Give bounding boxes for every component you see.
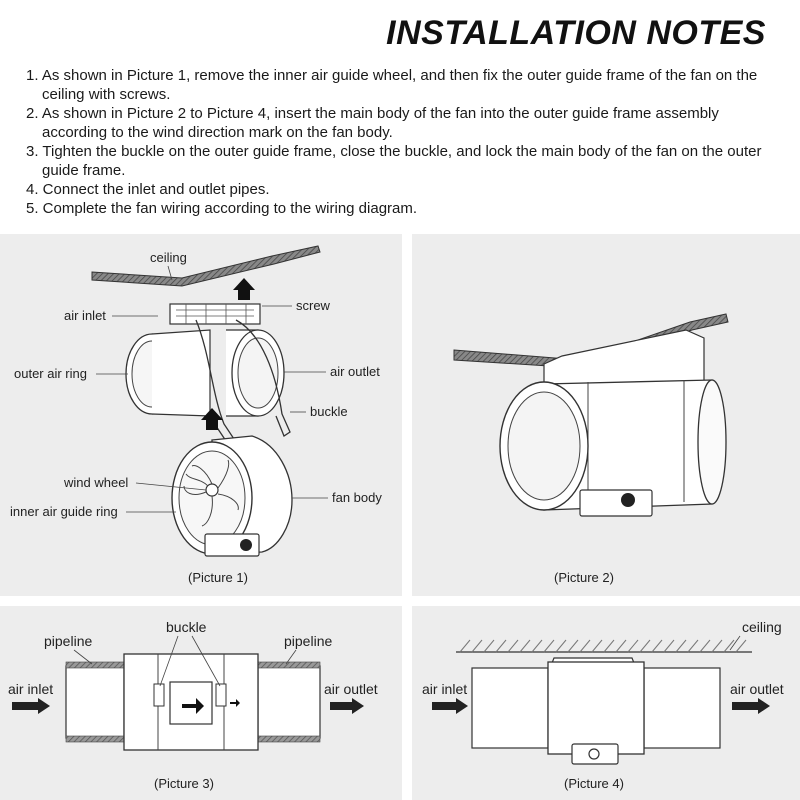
outlet-arrow-icon bbox=[732, 698, 770, 714]
label-inner-air-guide-ring: inner air guide ring bbox=[10, 504, 118, 519]
outer-guide-frame bbox=[543, 329, 705, 385]
label-air-outlet: air outlet bbox=[324, 681, 378, 697]
label-air-outlet: air outlet bbox=[330, 364, 380, 379]
label-air-inlet: air inlet bbox=[64, 308, 106, 323]
note-item-2: 2. As shown in Picture 2 to Picture 4, i… bbox=[26, 105, 719, 141]
fan-terminal-box bbox=[579, 489, 653, 517]
label-pipeline-right: pipeline bbox=[284, 633, 332, 649]
picture-4-panel: ceiling air inlet air outlet (Picture 4) bbox=[412, 606, 800, 800]
picture-1-panel: ceiling s bbox=[0, 234, 402, 596]
picture-3-caption: (Picture 3) bbox=[154, 776, 214, 791]
label-ceiling: ceiling bbox=[150, 250, 187, 265]
picture-1-caption: (Picture 1) bbox=[188, 570, 248, 585]
fan-body bbox=[547, 661, 645, 755]
left-pipeline bbox=[471, 667, 549, 749]
label-outer-air-ring: outer air ring bbox=[14, 366, 87, 381]
page-title: INSTALLATION NOTES bbox=[386, 14, 766, 52]
picture-1-diagram: ceiling s bbox=[10, 245, 382, 585]
insert-arrow-icon bbox=[201, 408, 223, 430]
note-item-4: 4. Connect the inlet and outlet pipes. bbox=[26, 181, 270, 198]
note-item-5: 5. Complete the fan wiring according to … bbox=[26, 200, 418, 217]
inlet-arrow-icon bbox=[432, 698, 468, 714]
left-pipeline bbox=[65, 665, 125, 739]
picture-4-diagram: ceiling air inlet air outlet (Picture 4) bbox=[422, 619, 784, 791]
picture-2-diagram: (Picture 2) bbox=[453, 313, 729, 585]
installation-notes-list: 1. As shown in Picture 1, remove the inn… bbox=[26, 66, 786, 218]
label-air-outlet: air outlet bbox=[730, 681, 784, 697]
ceiling-hatch bbox=[459, 639, 747, 653]
picture-3-diagram: buckle pipeline pipeline air inlet air o… bbox=[8, 619, 378, 791]
picture-2-caption: (Picture 2) bbox=[554, 570, 614, 585]
air-outlet-ring bbox=[697, 379, 727, 505]
label-air-inlet: air inlet bbox=[422, 681, 467, 697]
picture-4-caption: (Picture 4) bbox=[564, 776, 624, 791]
label-fan-body: fan body bbox=[332, 490, 382, 505]
label-pipeline-left: pipeline bbox=[44, 633, 92, 649]
label-ceiling: ceiling bbox=[742, 619, 782, 635]
outlet-arrow-icon bbox=[330, 698, 364, 714]
note-item-1: 1. As shown in Picture 1, remove the inn… bbox=[26, 67, 758, 103]
label-air-inlet: air inlet bbox=[8, 681, 53, 697]
buckle-right bbox=[215, 683, 227, 707]
buckle-left bbox=[153, 683, 165, 707]
right-pipeline bbox=[257, 665, 321, 739]
fan-terminal-box bbox=[169, 681, 213, 725]
label-buckle: buckle bbox=[310, 404, 348, 419]
up-arrow-icon bbox=[233, 278, 255, 300]
label-buckle: buckle bbox=[166, 619, 207, 635]
ceiling-strip bbox=[91, 245, 321, 287]
picture-2-panel: (Picture 2) bbox=[412, 234, 800, 596]
note-item-3: 3. Tighten the buckle on the outer guide… bbox=[26, 143, 762, 179]
inlet-arrow-icon bbox=[12, 698, 50, 714]
label-wind-wheel: wind wheel bbox=[63, 475, 128, 490]
picture-3-panel: buckle pipeline pipeline air inlet air o… bbox=[0, 606, 402, 800]
fan-terminal-box bbox=[571, 743, 619, 765]
mounting-plate bbox=[169, 303, 261, 325]
label-screw: screw bbox=[296, 298, 331, 313]
right-pipeline bbox=[643, 667, 721, 749]
